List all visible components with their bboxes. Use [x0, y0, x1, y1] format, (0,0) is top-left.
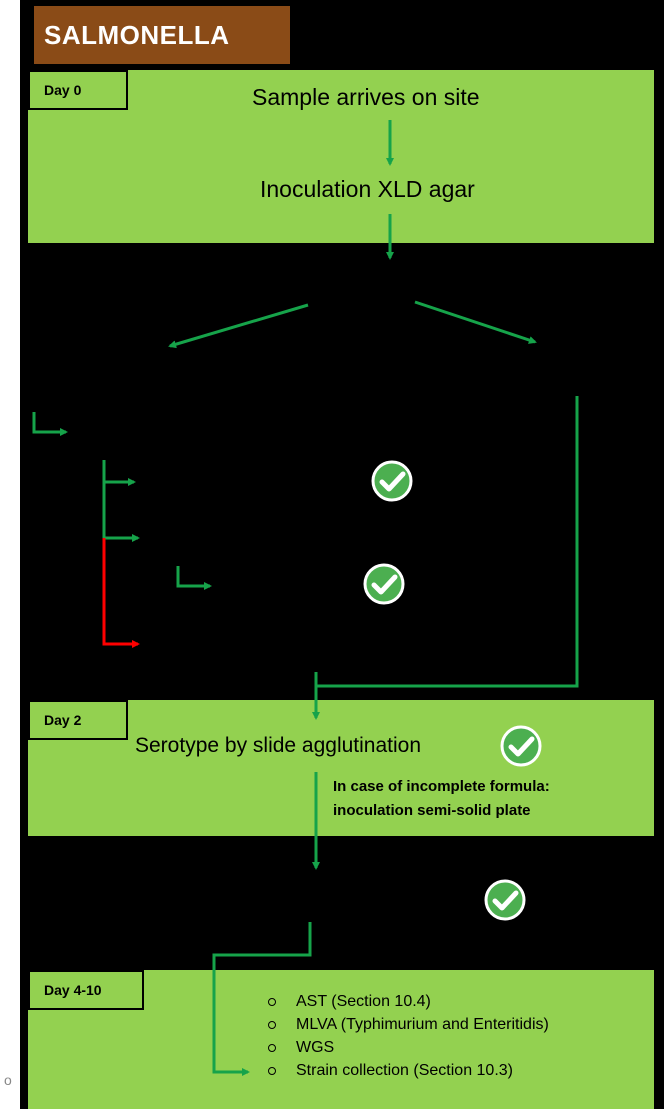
day0-box — [28, 70, 654, 243]
day4-bullet-list: AST (Section 10.4) MLVA (Typhimurium and… — [268, 990, 549, 1082]
bullet-icon — [268, 1067, 276, 1075]
day0-step-inoculation: Inoculation XLD agar — [260, 176, 475, 202]
day0-step-sample-arrives: Sample arrives on site — [252, 84, 480, 110]
connector-branch-upper — [102, 460, 136, 486]
list-item: WGS — [268, 1036, 549, 1059]
day0-label: Day 0 — [28, 70, 128, 110]
edge-fragment-text: o — [4, 1072, 12, 1088]
day2-note-line1: In case of incomplete formula: — [333, 778, 550, 795]
list-item: AST (Section 10.4) — [268, 990, 549, 1013]
check-circle-icon — [363, 563, 405, 605]
connector-to-day4 — [212, 922, 312, 1076]
check-circle-icon — [484, 879, 526, 921]
check-circle-icon — [371, 460, 413, 502]
arrow-split-right — [414, 300, 537, 344]
check-circle-icon — [500, 725, 542, 767]
connector-branch-red — [102, 538, 140, 648]
list-item: Strain collection (Section 10.3) — [268, 1059, 549, 1082]
flow-connectors — [32, 120, 579, 1076]
day4-label: Day 4-10 — [28, 970, 144, 1010]
connector-right-column — [316, 396, 579, 688]
day2-box — [28, 700, 654, 836]
connector-sub-branch — [176, 566, 212, 590]
arrow-split-left — [168, 303, 309, 349]
day2-note-line2: inoculation semi-solid plate — [333, 802, 531, 819]
bullet-icon — [268, 1044, 276, 1052]
bullet-icon — [268, 998, 276, 1006]
title-banner: SALMONELLA — [34, 6, 290, 64]
day2-serotype-text: Serotype by slide agglutination — [135, 734, 422, 757]
connector-branch-middle — [102, 482, 140, 542]
day2-label: Day 2 — [28, 700, 128, 740]
flowchart-canvas: SALMONELLA Day 0 Sample arrives on site … — [20, 0, 664, 1109]
bullet-icon — [268, 1021, 276, 1029]
connector-top-left-stub — [32, 412, 68, 436]
list-item: MLVA (Typhimurium and Enteritidis) — [268, 1013, 549, 1036]
